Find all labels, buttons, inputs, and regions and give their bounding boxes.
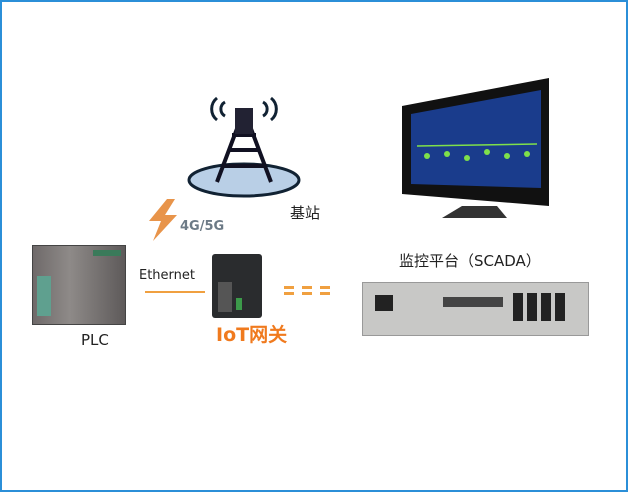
base-station-label: 基站 [290, 204, 321, 222]
iot-gateway-device [212, 254, 262, 318]
network-switch-device [362, 282, 589, 336]
ethernet-line [145, 291, 205, 293]
lightning-icon [149, 199, 177, 241]
plc-label: PLC [81, 331, 109, 349]
scada-label: 监控平台（SCADA） [399, 252, 541, 270]
plc-device [32, 245, 126, 325]
iot-gateway-label: IoT网关 [216, 324, 288, 346]
wireless-link-dashes [284, 286, 330, 295]
cellular-label: 4G/5G [180, 219, 225, 234]
scada-monitor-icon [402, 78, 549, 218]
base-station-tower-icon [187, 96, 301, 198]
ethernet-label: Ethernet [139, 268, 195, 283]
